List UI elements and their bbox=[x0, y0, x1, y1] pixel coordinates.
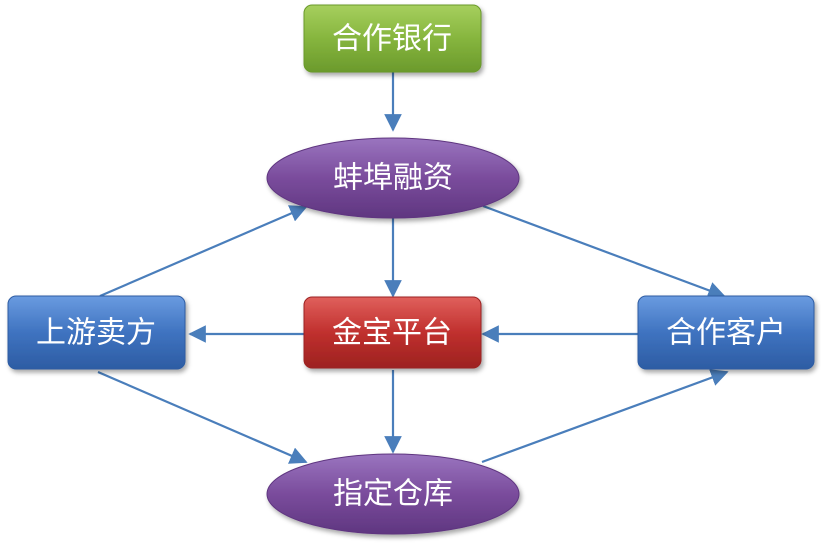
node-partner-bank[interactable]: 合作银行 bbox=[303, 4, 482, 73]
node-jinbao-platform-box bbox=[303, 296, 482, 369]
arrow-bengbu-financing-to-partner-client bbox=[482, 204, 726, 299]
arrow-designated-warehouse-to-partner-client bbox=[481, 369, 729, 464]
node-jinbao-platform[interactable]: 金宝平台 bbox=[303, 296, 482, 369]
node-upstream-seller-label: 上游卖方 bbox=[36, 316, 156, 351]
node-designated-warehouse-ellipse bbox=[266, 453, 520, 535]
node-designated-warehouse[interactable]: 指定仓库 bbox=[266, 453, 520, 535]
node-upstream-seller[interactable]: 上游卖方 bbox=[7, 295, 186, 370]
node-designated-warehouse-label: 指定仓库 bbox=[333, 477, 453, 512]
node-jinbao-platform-label: 金宝平台 bbox=[332, 316, 452, 351]
node-bengbu-financing-label: 蚌埠融资 bbox=[333, 161, 453, 196]
node-bengbu-financing-ellipse bbox=[266, 137, 520, 219]
edges bbox=[97, 72, 729, 464]
node-partner-client[interactable]: 合作客户 bbox=[637, 295, 815, 370]
arrow-upstream-seller-to-designated-warehouse bbox=[97, 370, 308, 464]
node-upstream-seller-box bbox=[7, 295, 186, 370]
node-partner-bank-label: 合作银行 bbox=[332, 22, 452, 57]
node-partner-bank-box bbox=[303, 4, 482, 73]
node-bengbu-financing[interactable]: 蚌埠融资 bbox=[266, 137, 520, 219]
node-partner-client-label: 合作客户 bbox=[666, 316, 786, 351]
node-partner-client-box bbox=[637, 295, 815, 370]
arrow-upstream-seller-to-bengbu-financing bbox=[99, 205, 308, 298]
